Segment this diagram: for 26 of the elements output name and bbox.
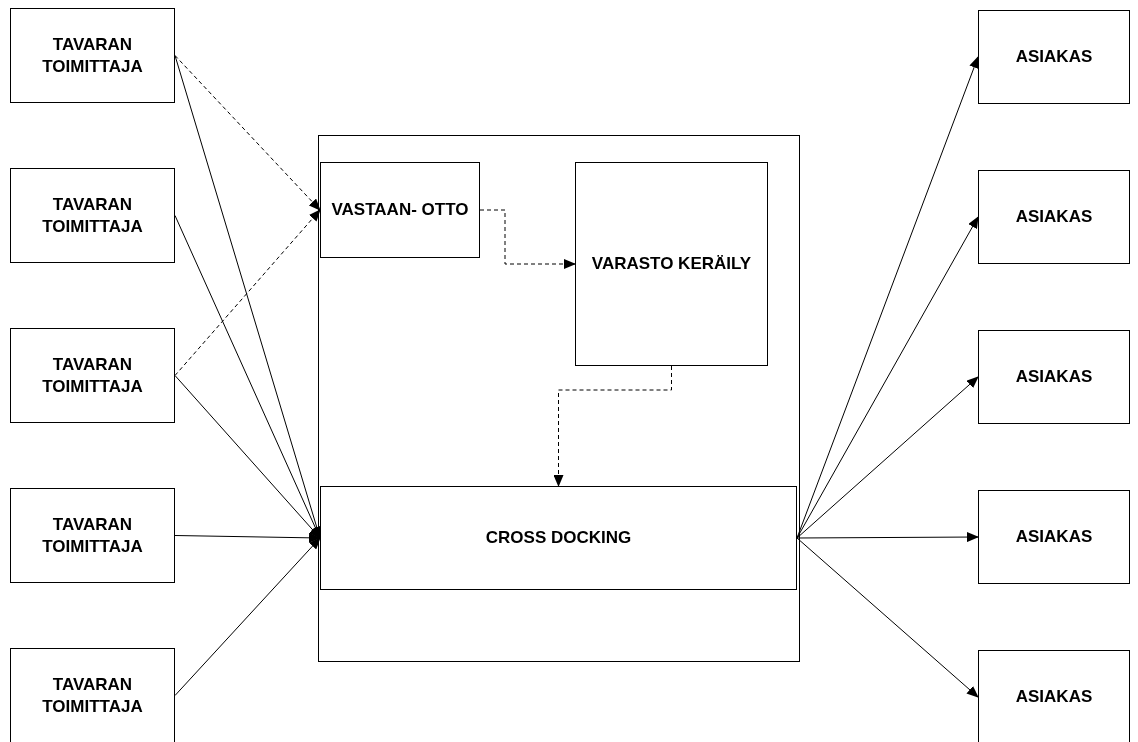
arrow <box>174 375 321 539</box>
process-box: CROSS DOCKING <box>320 486 797 590</box>
dashed-arrow <box>553 365 672 487</box>
container-box <box>318 135 800 662</box>
process-box: ASIAKAS <box>978 650 1130 742</box>
arrow <box>796 532 979 543</box>
arrow <box>796 56 979 539</box>
arrow <box>796 216 979 539</box>
arrow <box>174 537 321 696</box>
process-box: VASTAAN- OTTO <box>320 162 480 258</box>
process-box: TAVARAN TOIMITTAJA <box>10 488 175 583</box>
process-box: ASIAKAS <box>978 330 1130 424</box>
process-box: ASIAKAS <box>978 490 1130 584</box>
process-box: TAVARAN TOIMITTAJA <box>10 168 175 263</box>
arrow <box>796 376 979 539</box>
dashed-arrow <box>479 209 576 269</box>
process-box: ASIAKAS <box>978 170 1130 264</box>
arrow <box>174 532 321 543</box>
process-box: TAVARAN TOIMITTAJA <box>10 328 175 423</box>
dashed-arrow <box>174 55 321 211</box>
dashed-arrow <box>174 209 321 376</box>
arrow <box>796 537 979 698</box>
process-box: ASIAKAS <box>978 10 1130 104</box>
process-box: TAVARAN TOIMITTAJA <box>10 8 175 103</box>
process-box: VARASTO KERÄILY <box>575 162 768 366</box>
process-box: TAVARAN TOIMITTAJA <box>10 648 175 742</box>
